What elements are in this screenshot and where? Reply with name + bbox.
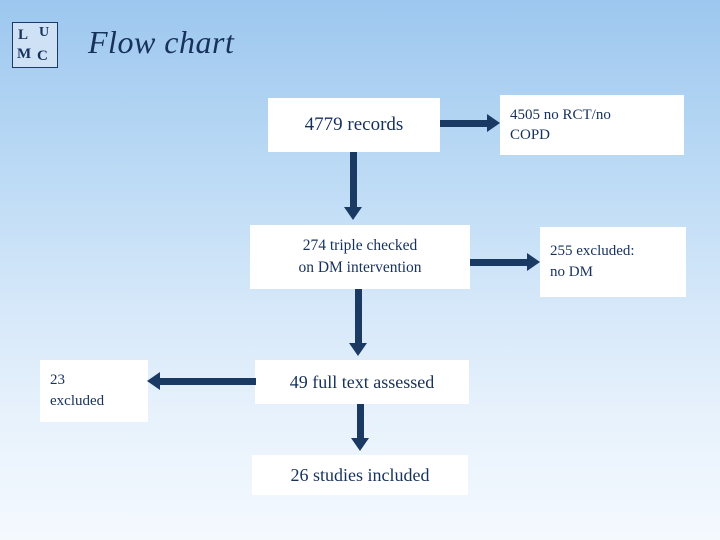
logo-letter-m: M xyxy=(17,46,32,62)
arrow-full-text-to-included-line xyxy=(357,404,364,440)
page-title: Flow chart xyxy=(88,24,235,60)
arrow-triple-to-full-text-line xyxy=(355,289,362,345)
arrow-triple-to-full-text-head xyxy=(349,343,367,356)
node-records: 4779 records xyxy=(268,98,440,152)
node-excluded-23-line2: excluded xyxy=(50,393,105,409)
arrow-records-to-triple-head xyxy=(344,207,362,220)
logo-letter-u: U xyxy=(39,25,50,40)
arrow-full-text-to-excluded-line xyxy=(160,378,256,385)
node-full-text: 49 full text assessed xyxy=(255,360,469,404)
node-no-rct: 4505 no RCT/no COPD xyxy=(500,95,684,155)
node-triple-checked-line2: on DM intervention xyxy=(298,259,422,276)
arrow-triple-to-no-dm-line xyxy=(470,259,528,266)
logo-letter-l: L xyxy=(18,27,29,43)
node-included-line1: 26 studies included xyxy=(290,464,430,485)
node-records-line1: 4779 records xyxy=(304,114,404,135)
arrow-records-to-no-rct-line xyxy=(440,120,488,127)
arrow-records-to-no-rct-head xyxy=(487,114,500,132)
node-no-rct-line2: COPD xyxy=(510,127,551,143)
lumc-logo: L U M C xyxy=(12,22,58,68)
arrow-full-text-to-included-head xyxy=(351,438,369,451)
arrow-triple-to-no-dm-head xyxy=(527,253,540,271)
node-no-rct-line1: 4505 no RCT/no xyxy=(510,106,611,123)
node-included: 26 studies included xyxy=(252,455,468,495)
arrow-records-to-triple-line xyxy=(350,152,357,210)
arrow-full-text-to-excluded-head xyxy=(147,372,160,390)
logo-letter-c: C xyxy=(37,48,48,64)
node-full-text-line1: 49 full text assessed xyxy=(289,371,435,392)
node-excluded-23: 23 excluded xyxy=(40,360,148,422)
node-triple-checked: 274 triple checked on DM intervention xyxy=(250,225,470,289)
node-triple-checked-line1: 274 triple checked xyxy=(302,237,418,255)
node-no-dm: 255 excluded: no DM xyxy=(540,227,686,297)
node-excluded-23-line1: 23 xyxy=(50,372,65,388)
node-no-dm-line1: 255 excluded: xyxy=(550,243,635,259)
node-no-dm-line2: no DM xyxy=(550,264,593,280)
